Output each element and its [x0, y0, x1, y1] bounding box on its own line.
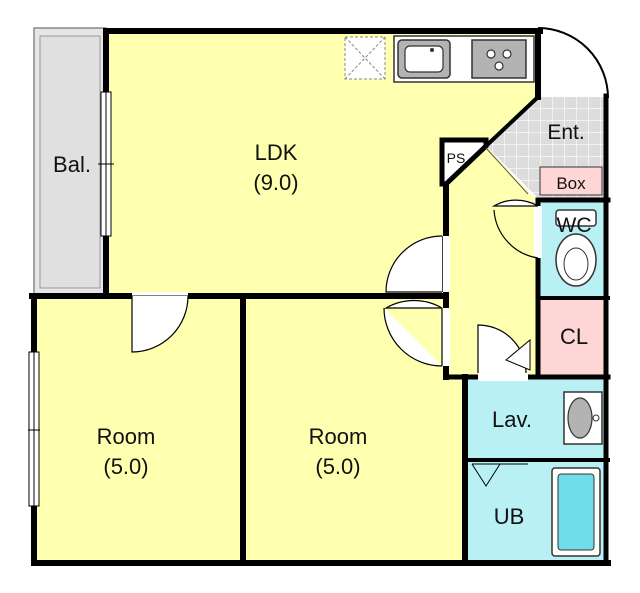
wash-basin-icon [563, 391, 603, 445]
toilet-icon [555, 209, 597, 287]
closet-floor [538, 298, 604, 376]
room2-size-label: (5.0) [315, 454, 360, 479]
door-bath [471, 463, 528, 487]
door-wc [491, 199, 542, 259]
ps-shaft [439, 137, 489, 187]
closet-label: CL [560, 324, 588, 349]
door-room1 [131, 292, 189, 353]
ldk-floor [106, 33, 538, 296]
entrance-label: Ent. [547, 121, 584, 144]
walls [29, 28, 611, 566]
bath-label: UB [494, 504, 525, 529]
room2-label: Room [309, 424, 368, 449]
balcony-window [98, 91, 114, 237]
bathtub-icon [551, 467, 601, 557]
balcony-area [33, 27, 107, 295]
lavatory-label: Lav. [492, 407, 532, 432]
sink-icon [397, 39, 451, 79]
box-label: Box [556, 174, 586, 193]
balcony-label: Bal. [53, 152, 91, 177]
door-lavatory [477, 324, 531, 381]
entrance-curve [537, 27, 609, 99]
room1-size-label: (5.0) [103, 454, 148, 479]
wc-label: WC [557, 214, 592, 237]
room2-floor [243, 296, 465, 562]
ldk-label: LDK [255, 140, 298, 165]
room1-window [28, 351, 40, 507]
ldk-size-label: (9.0) [253, 170, 298, 195]
stove-icon [471, 39, 527, 79]
door-ldk-hall [385, 235, 450, 293]
box-frame [539, 166, 603, 196]
kitchen-counter [344, 35, 535, 83]
room1-label: Room [97, 424, 156, 449]
door-room2 [383, 299, 450, 367]
ps-label: PS [447, 150, 466, 166]
